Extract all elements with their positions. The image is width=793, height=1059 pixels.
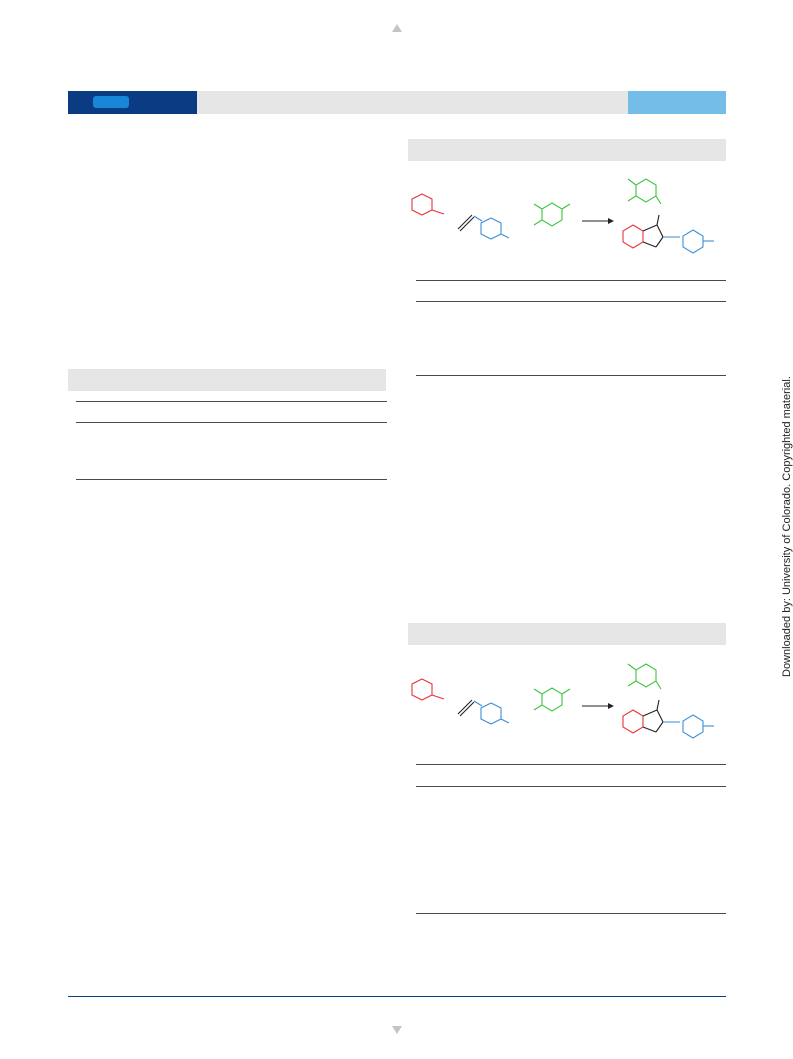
product-tolyl-ring [682,714,704,739]
footer-rule [68,996,726,997]
tolyl-ring [480,217,502,240]
previous-page-arrow-icon[interactable] [392,24,402,32]
table1-top-rule [416,280,726,281]
tolyl-ring [480,702,502,725]
table2-bottom-rule [416,913,726,914]
product-aryl-ring [635,663,657,688]
journal-header-badge [93,96,129,108]
next-page-arrow-icon[interactable] [392,1026,402,1034]
journal-header-bar [197,91,628,114]
journal-header-logo-block [68,91,197,114]
table2-reaction-scheme [411,663,714,739]
journal-header-section-block [628,91,726,114]
reaction-arrow-head [608,703,614,709]
xylene-ring [541,202,563,227]
left-table-top-rule [76,401,387,402]
table1-reaction-scheme [411,178,714,254]
xylene-ring [541,687,563,712]
pyridine-ring [411,193,433,216]
product-tolyl-ring [682,229,704,254]
table1-bottom-rule [416,375,726,376]
left-table-bottom-rule [76,479,387,480]
left-table-header-rule [76,422,387,423]
table2-caption-bar [408,623,726,645]
left-table-caption-bar [68,369,386,391]
product-pyridine-ring [622,709,644,734]
table2-header-rule [416,786,726,787]
product-pyridine-ring [622,224,644,249]
table1-header-rule [416,301,726,302]
table1-caption-bar [408,139,726,161]
product-aryl-ring [635,178,657,203]
download-notice: Downloaded by: University of Colorado. C… [781,376,793,677]
table2-top-rule [416,764,726,765]
pyridine-ring [411,678,433,701]
reaction-arrow-head [608,218,614,224]
